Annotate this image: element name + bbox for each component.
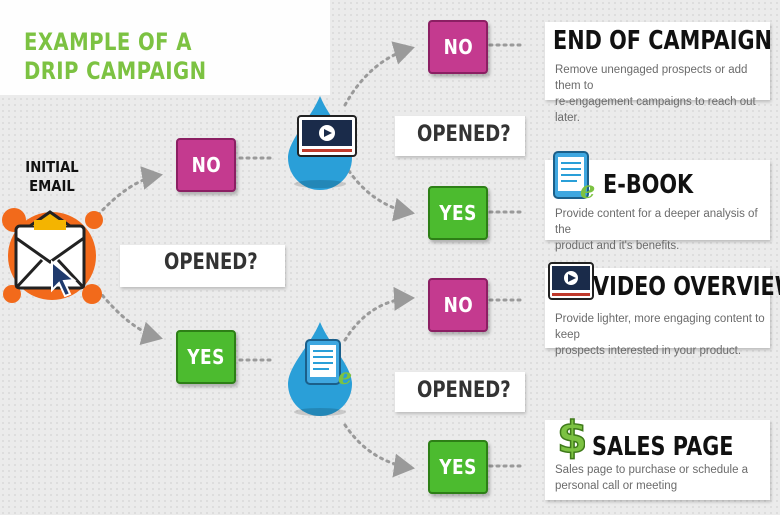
page-title: EXAMPLE OF A DRIP CAMPAIGN: [24, 28, 206, 86]
initial-email-label: INITIAL EMAIL: [15, 158, 89, 196]
decision-yes-lower-label: YES: [439, 455, 477, 479]
decision-no-upper-label: NO: [443, 35, 473, 59]
drop-ebook-icon: e: [288, 322, 352, 416]
result-title-sales: SALES PAGE: [592, 432, 734, 462]
opened-label-plate-upper: [395, 116, 525, 156]
result-title-video: VIDEO OVERVIEW: [593, 272, 780, 302]
envelope-icon: [2, 208, 103, 304]
title-line-1: EXAMPLE OF A: [24, 28, 192, 56]
result-desc-end-campaign-line-2: re-engagement campaigns to reach out lat…: [555, 96, 756, 124]
ebook-result-icon: e: [553, 151, 595, 204]
result-desc-sales-line-2: personal call or meeting: [555, 480, 678, 492]
connector-initial-to-yes: [96, 288, 163, 345]
opened-label-plate-first: [120, 245, 285, 287]
result-plate-sales: [545, 420, 770, 500]
result-desc-end-campaign: Remove unengaged prospects or add them t…: [555, 62, 770, 126]
initial-email-line-1: INITIAL: [25, 158, 79, 176]
result-title-ebook: E-BOOK: [603, 170, 694, 200]
decision-yes-upper: YES: [428, 186, 488, 240]
connector-initial-to-no: [96, 166, 163, 217]
decision-no-first: NO: [176, 138, 236, 192]
video-player-icon: [297, 115, 357, 157]
initial-email-line-2: EMAIL: [29, 177, 75, 195]
connector-upper-drop-to-yes: [343, 163, 415, 222]
connector-upper-drop-to-no: [343, 41, 415, 107]
connector-lower-drop-to-no: [343, 286, 415, 342]
result-desc-sales-line-1: Sales page to purchase or schedule a: [555, 464, 749, 476]
opened-question-lower: OPENED?: [417, 378, 511, 403]
title-panel: [0, 0, 330, 95]
decision-no-upper: NO: [428, 20, 488, 74]
decision-yes-first-label: YES: [187, 345, 225, 369]
result-desc-video-line-2: prospects interested in your product.: [555, 345, 742, 357]
ebook-icon: e: [305, 339, 352, 390]
dollar-sign-icon: $: [556, 411, 585, 460]
decision-yes-upper-label: YES: [439, 201, 477, 225]
result-desc-end-campaign-line-1: Remove unengaged prospects or add them t…: [555, 64, 748, 92]
decision-no-lower-label: NO: [443, 293, 473, 317]
result-desc-ebook: Provide content for a deeper analysis of…: [555, 206, 770, 254]
result-desc-video-line-1: Provide lighter, more engaging content t…: [555, 313, 765, 341]
decision-yes-first: YES: [176, 330, 236, 384]
svg-text:$: $: [557, 412, 585, 460]
result-desc-ebook-line-1: Provide content for a deeper analysis of…: [555, 208, 758, 236]
opened-question-first: OPENED?: [164, 250, 258, 275]
result-title-end-campaign: END OF CAMPAIGN: [553, 26, 772, 56]
decision-no-first-label: NO: [191, 153, 221, 177]
video-player-result-icon: [548, 262, 594, 300]
result-desc-video: Provide lighter, more engaging content t…: [555, 311, 770, 359]
connector-lower-drop-to-yes: [343, 423, 415, 478]
decision-yes-lower: YES: [428, 440, 488, 494]
svg-text:e: e: [580, 175, 595, 204]
svg-text:e: e: [338, 364, 352, 390]
decision-no-lower: NO: [428, 278, 488, 332]
opened-label-plate-lower: [395, 372, 525, 412]
result-desc-ebook-line-2: product and it's benefits.: [555, 240, 680, 252]
result-plate-end-campaign: [545, 22, 770, 100]
title-line-2: DRIP CAMPAIGN: [24, 57, 207, 85]
result-desc-sales: Sales page to purchase or schedule a per…: [555, 462, 770, 494]
opened-question-upper: OPENED?: [417, 122, 511, 147]
drop-video-icon: [288, 96, 357, 190]
